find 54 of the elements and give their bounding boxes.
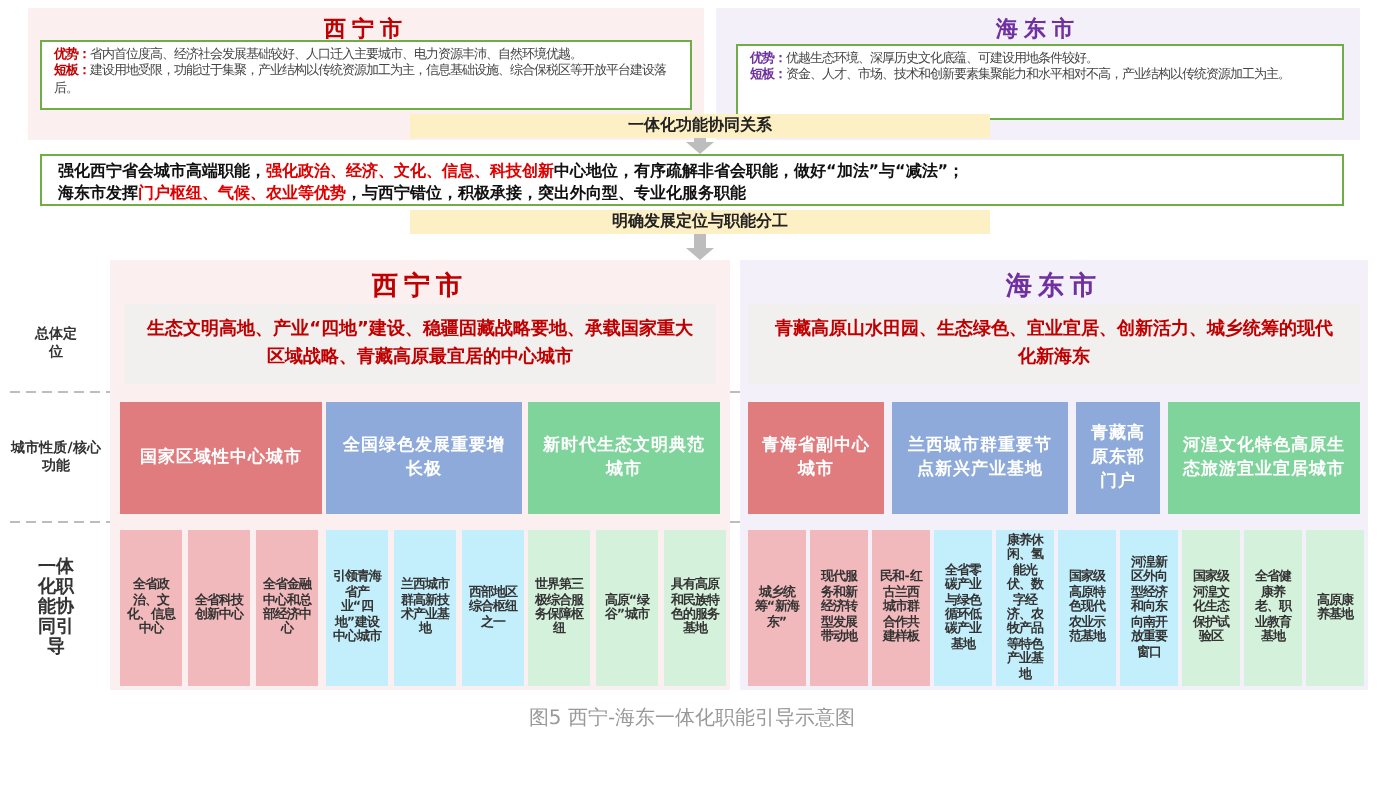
function-cell xyxy=(810,530,868,686)
function-cell xyxy=(188,530,250,686)
function-cell xyxy=(256,530,318,686)
function-cell xyxy=(462,530,524,686)
banner xyxy=(410,114,990,138)
arrow xyxy=(686,138,714,154)
arrow xyxy=(686,234,714,260)
panel-title: 西宁市 xyxy=(322,14,410,44)
relation-text: 海东市发挥门户枢纽、气候、农业等优势，与西宁错位，积极承接，突出外向型、专业化服务职能 xyxy=(58,182,748,204)
city-panel xyxy=(740,260,1368,690)
function-cell xyxy=(664,530,726,686)
function-box xyxy=(528,402,720,514)
function-box xyxy=(120,402,322,514)
function-cell xyxy=(872,530,930,686)
function-cell xyxy=(934,530,992,686)
function-box xyxy=(1076,402,1160,514)
function-cell xyxy=(1120,530,1178,686)
panel-title: 西宁市 xyxy=(370,269,470,304)
positioning-text: 生态文明高地、产业“四地”建设、稳疆固藏战略要地、承载国家重大区域战略、青藏高原最宜居的中心城市 xyxy=(145,316,695,372)
assessment-box xyxy=(736,44,1344,120)
function-cell xyxy=(528,530,590,686)
function-cell xyxy=(996,530,1054,686)
function-text: 河湟文化特色高原生态旅游宜业宜居城市 xyxy=(1180,434,1347,482)
function-cell xyxy=(596,530,658,686)
function-text: 新时代生态文明典范城市 xyxy=(541,434,707,482)
function-cell xyxy=(1058,530,1116,686)
row-label: 一体化职能协同引导 xyxy=(36,555,77,662)
relation-box xyxy=(40,154,1344,206)
function-cell xyxy=(1182,530,1240,686)
panel-title: 海东市 xyxy=(1004,269,1104,304)
function-text: 兰西城市群重要节点新兴产业基地 xyxy=(906,434,1054,482)
function-text: 国家区域性中心城市 xyxy=(140,446,302,470)
function-cell xyxy=(120,530,182,686)
function-box xyxy=(1168,402,1360,514)
function-cell xyxy=(394,530,456,686)
assessment-box xyxy=(40,40,692,110)
city-panel xyxy=(110,260,730,690)
banner-text: 明确发展定位与职能分工 xyxy=(610,210,790,234)
positioning-text: 青藏高原山水田园、生态绿色、宜业宜居、创新活力、城乡统筹的现代化新海东 xyxy=(773,316,1335,372)
banner xyxy=(410,210,990,234)
function-cell xyxy=(1306,530,1364,686)
function-text: 青藏高原东部门户 xyxy=(1089,422,1147,494)
function-box xyxy=(326,402,522,514)
panel-title: 海东市 xyxy=(994,14,1082,44)
banner-text: 一体化功能协同关系 xyxy=(626,114,774,138)
function-text: 全国绿色发展重要增长极 xyxy=(341,434,507,482)
function-text: 青海省副中心城市 xyxy=(760,434,872,482)
function-box xyxy=(892,402,1068,514)
caption: 图5 西宁-海东一体化职能引导示意图 xyxy=(526,705,858,732)
function-box xyxy=(748,402,884,514)
function-cell xyxy=(748,530,806,686)
function-cell xyxy=(326,530,388,686)
relation-text: 强化西宁省会城市高端职能，强化政治、经济、文化、信息、科技创新中心地位，有序疏解非省会职能，做好“加法”与“减法”； xyxy=(58,160,967,182)
function-cell xyxy=(1244,530,1302,686)
